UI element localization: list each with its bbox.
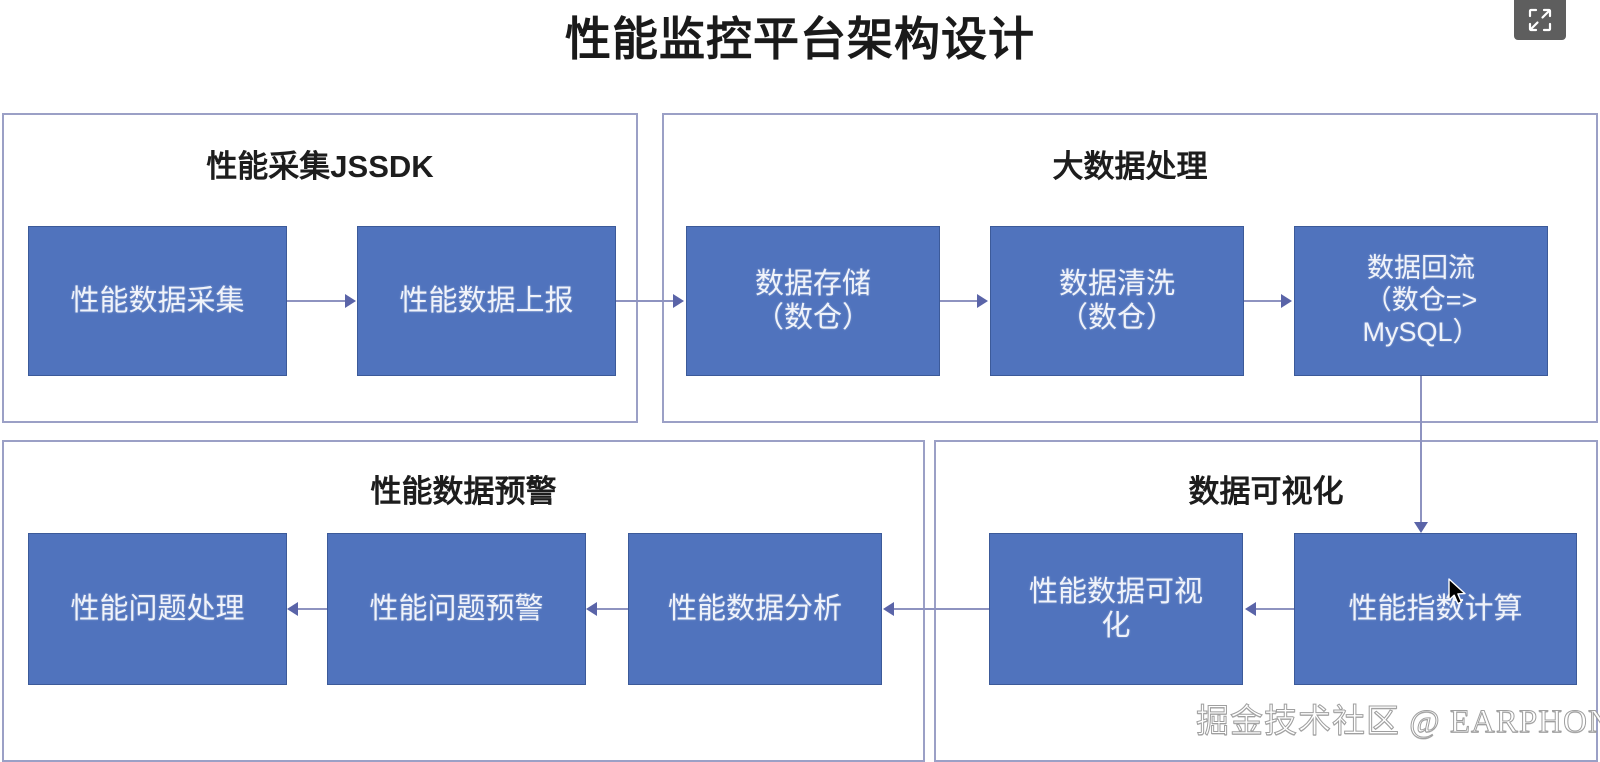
connector-visualization-to-analysis xyxy=(894,608,989,610)
node-performance-index-calculation[interactable]: 性能指数计算 xyxy=(1294,533,1577,685)
node-performance-data-visualization[interactable]: 性能数据可视 化 xyxy=(989,533,1243,685)
panel-bigdata-title: 大数据处理 xyxy=(1052,149,1208,184)
page-title: 性能监控平台架构设计 xyxy=(565,13,1035,65)
connector-index-calc-to-visualization xyxy=(1256,608,1294,610)
node-data-backflow[interactable]: 数据回流 （数仓=> MySQL） xyxy=(1294,226,1548,376)
arrowhead-issue-alert-to-issue-handling xyxy=(287,602,298,616)
connector-backflow-to-index-calc xyxy=(1420,376,1422,526)
connector-issue-alert-to-issue-handling xyxy=(298,608,327,610)
arrowhead-analysis-to-issue-alert xyxy=(586,602,597,616)
connector-collect1-to-collect2 xyxy=(287,300,347,302)
panel-visualization-title: 数据可视化 xyxy=(1188,474,1344,509)
panel-alert-title: 性能数据预警 xyxy=(370,474,557,509)
node-performance-issue-alert[interactable]: 性能问题预警 xyxy=(327,533,586,685)
panel-collect-title: 性能采集JSSDK xyxy=(206,149,434,184)
node-performance-data-report[interactable]: 性能数据上报 xyxy=(357,226,616,376)
node-data-storage[interactable]: 数据存储 （数仓） xyxy=(686,226,940,376)
arrowhead-cleaning-to-backflow xyxy=(1281,294,1292,308)
arrowhead-visualization-to-analysis xyxy=(883,602,894,616)
arrowhead-storage-to-cleaning xyxy=(977,294,988,308)
arrowhead-backflow-to-index-calc xyxy=(1414,522,1428,533)
node-data-cleaning[interactable]: 数据清洗 （数仓） xyxy=(990,226,1244,376)
arrowhead-collect2-to-storage xyxy=(673,294,684,308)
fullscreen-expand-icon xyxy=(1527,7,1553,33)
fullscreen-button[interactable] xyxy=(1514,0,1566,40)
node-performance-data-collection[interactable]: 性能数据采集 xyxy=(28,226,287,376)
node-performance-issue-handling[interactable]: 性能问题处理 xyxy=(28,533,287,685)
arrowhead-collect1-to-collect2 xyxy=(345,294,356,308)
node-performance-data-analysis[interactable]: 性能数据分析 xyxy=(628,533,882,685)
arrowhead-index-calc-to-visualization xyxy=(1245,602,1256,616)
connector-analysis-to-issue-alert xyxy=(597,608,628,610)
connector-collect2-to-storage xyxy=(616,300,674,302)
connector-cleaning-to-backflow xyxy=(1244,300,1283,302)
connector-storage-to-cleaning xyxy=(940,300,979,302)
